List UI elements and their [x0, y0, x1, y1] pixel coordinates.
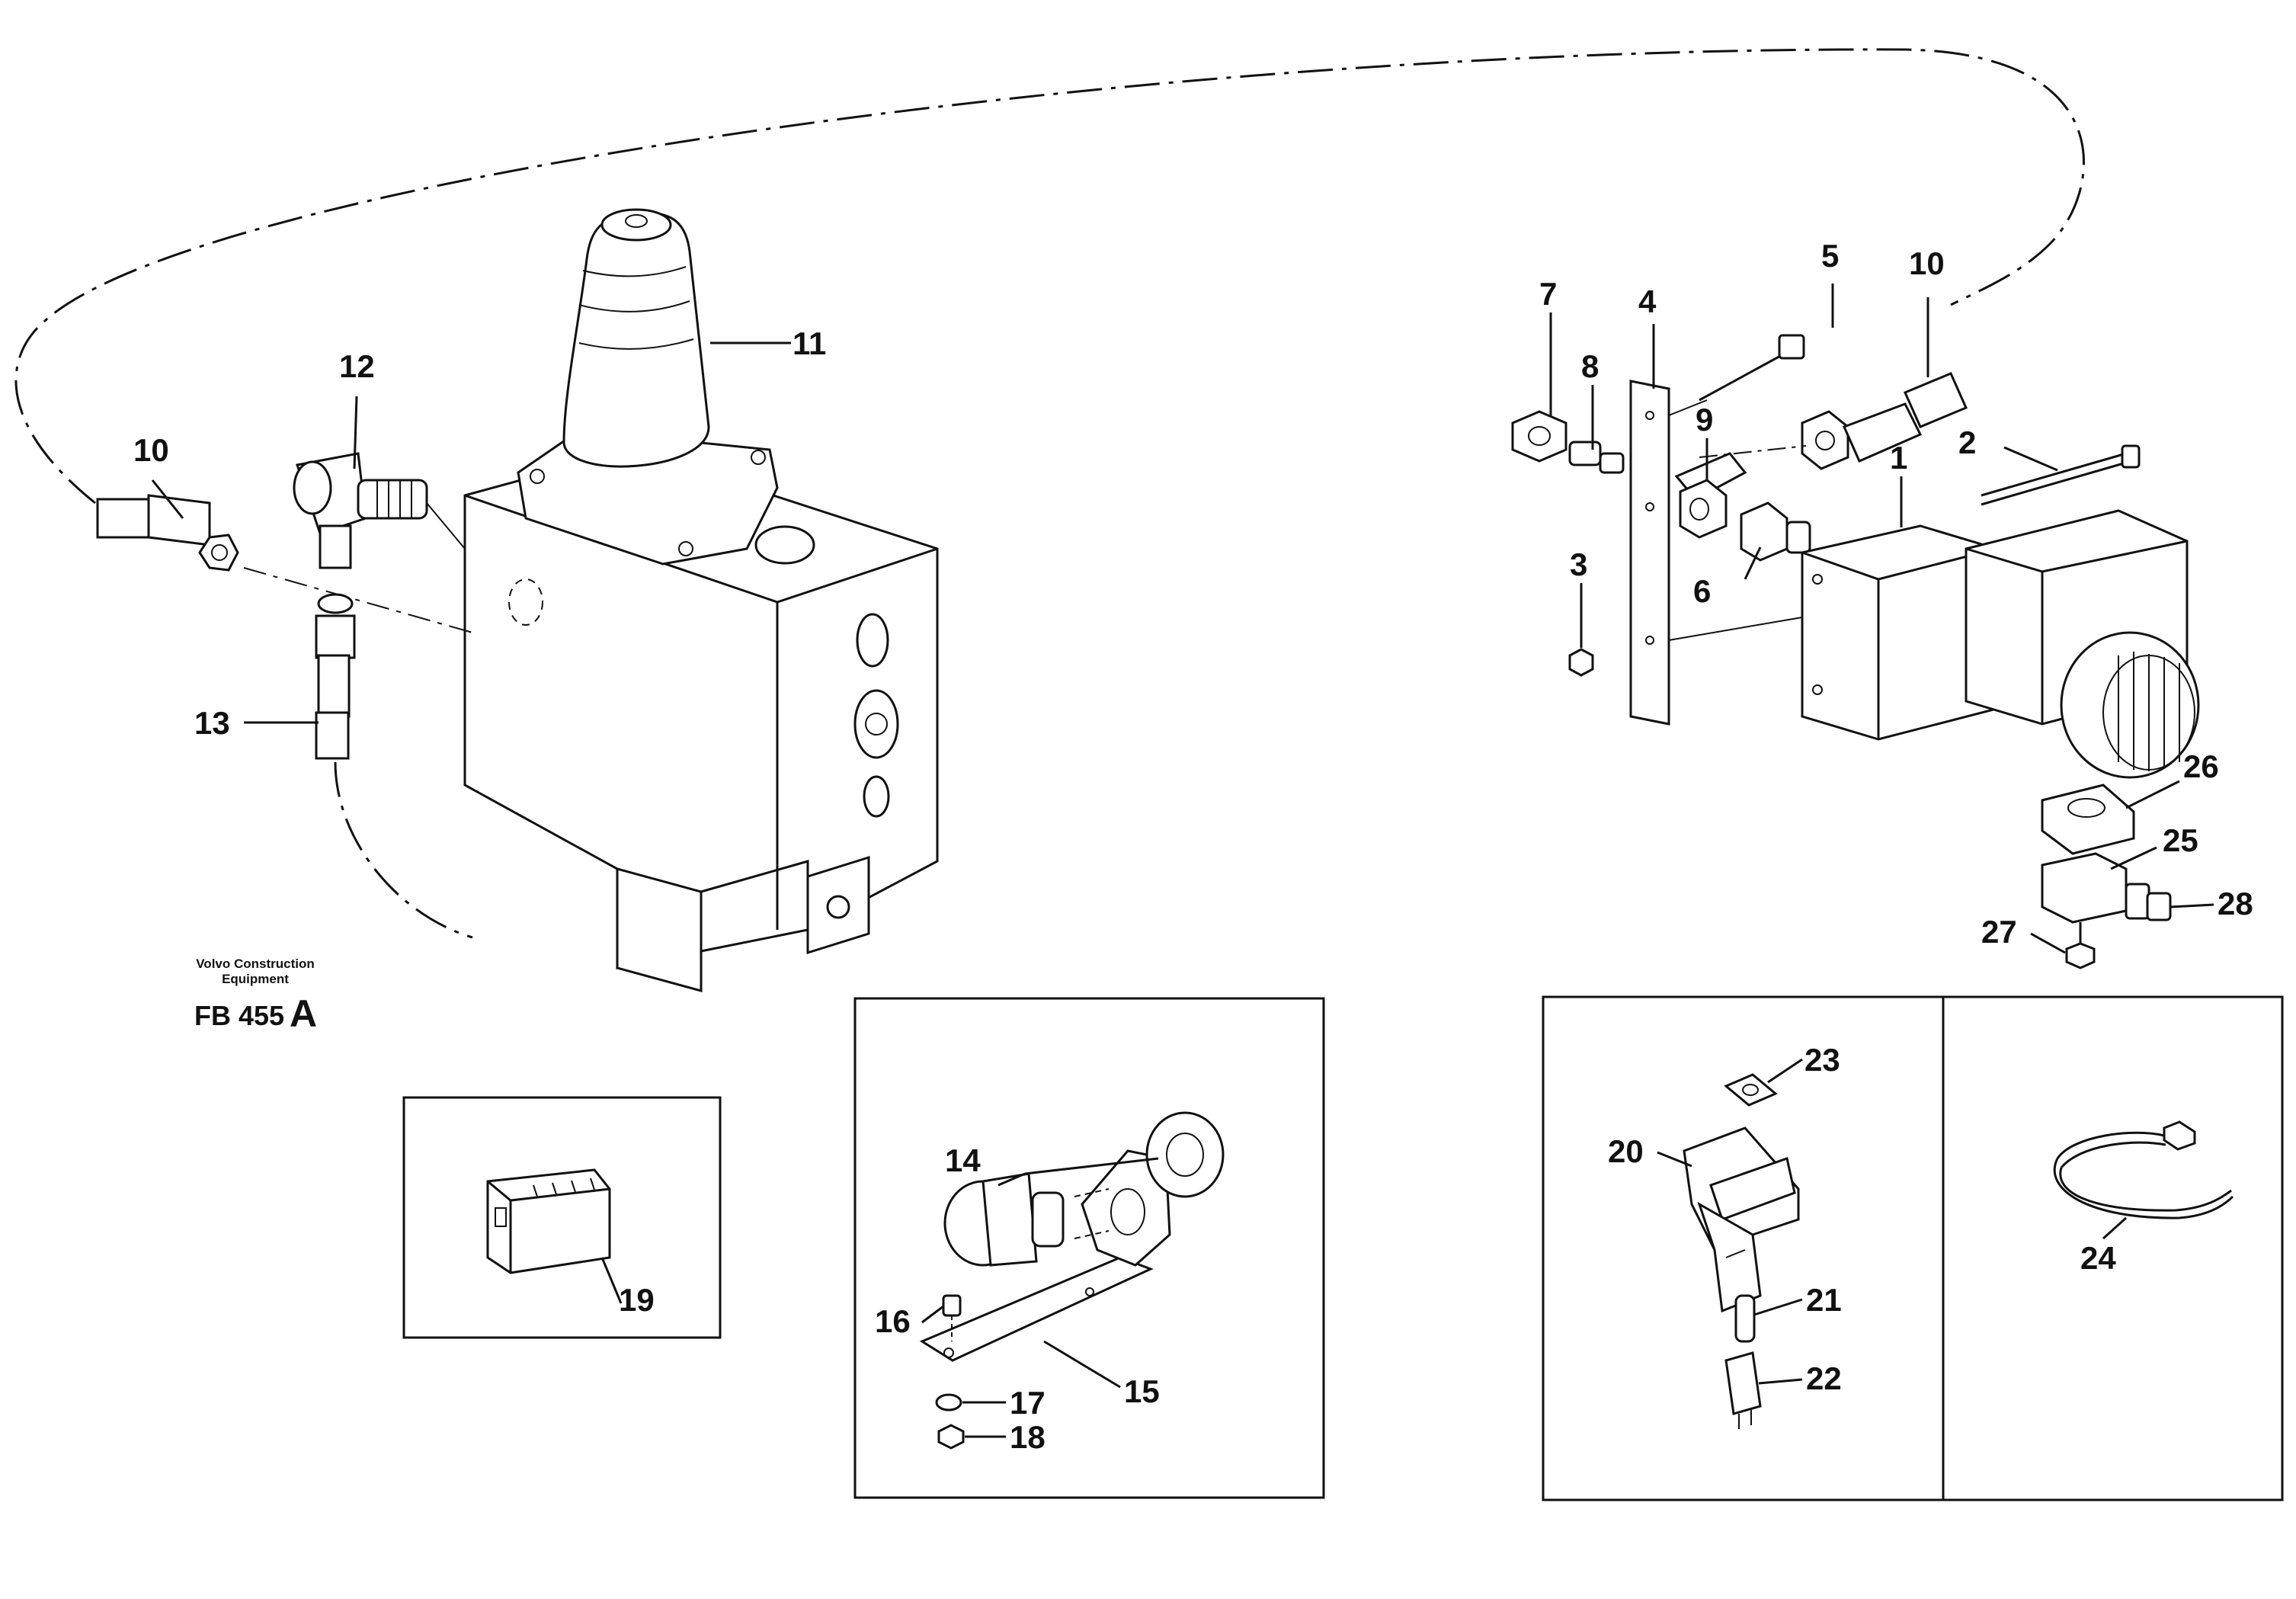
- fitting-9: [1674, 452, 1747, 539]
- hose-route-line-lower: [334, 761, 473, 939]
- screw-5: [1699, 334, 1805, 402]
- callout-23: 23: [1804, 1042, 1840, 1078]
- callout-24: 24: [2080, 1240, 2116, 1276]
- callouts: 11 12 10 13 7 8 4 5 10 9 6 3 1 2 26 25 2…: [133, 238, 2253, 1455]
- inset-box-24: [1942, 995, 2284, 1501]
- plug-seal-26: [2041, 783, 2135, 855]
- brand-block: Volvo Construction Equipment FB 455 A: [194, 957, 317, 1035]
- callout-8: 8: [1581, 348, 1599, 384]
- washer-3: [1568, 648, 1594, 677]
- callout-14: 14: [945, 1142, 981, 1178]
- callout-7: 7: [1539, 276, 1557, 312]
- callout-19: 19: [619, 1282, 655, 1318]
- callout-20: 20: [1608, 1133, 1644, 1169]
- brand-line-1: Volvo Construction: [196, 957, 315, 971]
- long-bolt-2: [1981, 444, 2141, 506]
- callout-9: 9: [1696, 402, 1713, 437]
- callout-13: 13: [194, 705, 230, 741]
- callout-3: 3: [1570, 546, 1587, 582]
- callout-22: 22: [1806, 1360, 1842, 1396]
- callout-21: 21: [1806, 1282, 1842, 1318]
- brand-line-2: Equipment: [222, 972, 289, 986]
- callout-10-right: 10: [1909, 245, 1945, 281]
- callout-25: 25: [2163, 822, 2198, 858]
- valve-block: [463, 208, 939, 992]
- callout-2: 2: [1958, 425, 1976, 460]
- screw-27: [2065, 922, 2096, 969]
- callout-27: 27: [1981, 914, 2017, 950]
- callout-4: 4: [1638, 284, 1657, 319]
- figure-revision: A: [290, 992, 317, 1035]
- callout-1: 1: [1890, 440, 1907, 476]
- hose-end-right: [1699, 372, 1968, 470]
- callout-6: 6: [1693, 573, 1711, 609]
- figure-code: FB 455: [194, 1000, 284, 1031]
- callout-18: 18: [1010, 1419, 1046, 1455]
- leader-lines: [151, 284, 2214, 1438]
- callout-17: 17: [1010, 1385, 1046, 1421]
- callout-10-left: 10: [133, 432, 169, 468]
- callout-11: 11: [793, 325, 826, 361]
- callout-15: 15: [1124, 1373, 1160, 1409]
- bracket-plate: [1629, 380, 1670, 726]
- inset-box-20-23: [1542, 995, 1945, 1501]
- inset-box-19: [402, 1096, 722, 1339]
- hose-down: [315, 593, 356, 760]
- fitting-8: [1568, 441, 1625, 474]
- solenoid-valve: [1668, 399, 2200, 779]
- callout-26: 26: [2183, 748, 2219, 784]
- hose-end-left: [96, 494, 473, 633]
- elbow-fitting: [293, 452, 466, 569]
- callout-16: 16: [875, 1303, 911, 1339]
- nut-7: [1511, 410, 1567, 463]
- callout-5: 5: [1821, 238, 1839, 274]
- plug-connector-25: [2041, 852, 2172, 924]
- hose-route-line: [14, 48, 2085, 505]
- inset-box-14-18: [853, 997, 1325, 1499]
- callout-28: 28: [2218, 886, 2253, 921]
- callout-12: 12: [339, 348, 375, 384]
- connector-6: [1740, 501, 1811, 562]
